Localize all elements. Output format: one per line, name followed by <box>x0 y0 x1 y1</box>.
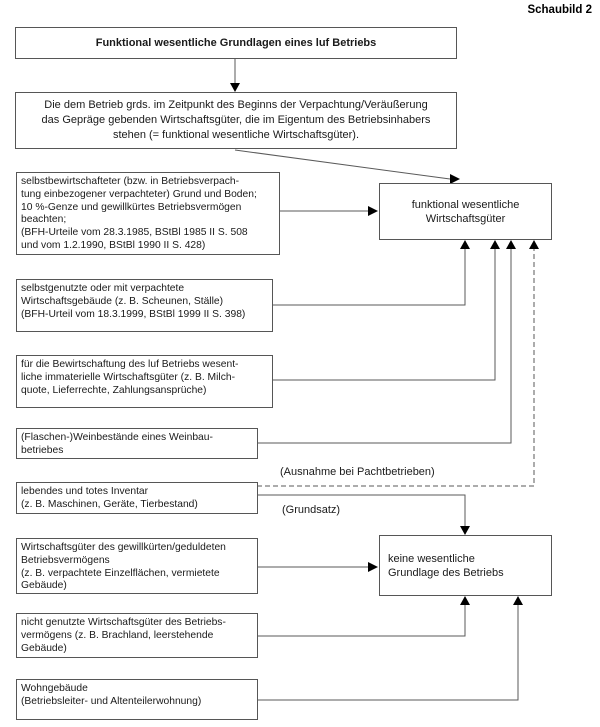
box-inventar: lebendes und totes Inventar (z. B. Masch… <box>16 482 258 514</box>
box-grund-und-boden-text: selbstbewirtschafteter (bzw. in Betriebs… <box>21 176 257 251</box>
title-box: Funktional wesentliche Grundlagen eines … <box>15 27 457 59</box>
box-nicht-genutzte-wirtschaftsgueter-text: nicht genutzte Wirtschaftsgüter des Betr… <box>21 617 226 654</box>
arrow-wein-to-essential <box>257 240 516 444</box>
arrow-grund-to-essential <box>279 206 378 216</box>
box-wohngebaeude-text: Wohngebäude (Betriebsleiter- und Altente… <box>21 683 202 707</box>
arrow-inventar-to-essential-dashed <box>257 240 539 487</box>
box-wirtschaftsgebaeude-text: selbstgenutzte oder mit verpachtete Wirt… <box>21 283 246 320</box>
box-weinbestaende-text: (Flaschen-)Weinbestände eines Weinbau- b… <box>21 432 213 456</box>
box-nicht-genutzte-wirtschaftsgueter: nicht genutzte Wirtschaftsgüter des Betr… <box>16 613 258 658</box>
page-title: Schaubild 2 <box>527 4 592 16</box>
edge-label-exception: (Ausnahme bei Pachtbetrieben) <box>280 466 435 478</box>
box-wohngebaeude: Wohngebäude (Betriebsleiter- und Altente… <box>16 679 258 720</box>
intro-box: Die dem Betrieb grds. im Zeitpunkt des B… <box>15 92 457 149</box>
non-essential-box-text: keine wesentliche Grundlage des Betriebs <box>388 552 504 579</box>
non-essential-box: keine wesentliche Grundlage des Betriebs <box>379 535 552 596</box>
box-wirtschaftsgebaeude: selbstgenutzte oder mit verpachtete Wirt… <box>16 279 273 332</box>
arrow-gebaeude-to-essential <box>272 240 470 306</box>
box-weinbestaende: (Flaschen-)Weinbestände eines Weinbau- b… <box>16 428 258 459</box>
box-immaterielle-wirtschaftsgueter: für die Bewirtschaftung des luf Betriebs… <box>16 355 273 408</box>
intro-box-text: Die dem Betrieb grds. im Zeitpunkt des B… <box>41 99 431 141</box>
essential-box: funktional wesentliche Wirtschaftsgüter <box>379 183 552 240</box>
box-gewillkuertes-betriebsvermoegen-text: Wirtschaftsgüter des gewillkürten/geduld… <box>21 542 226 592</box>
arrow-title-to-intro <box>230 58 240 92</box>
arrow-gewillkuert-to-nonessential <box>257 562 378 572</box>
title-box-text: Funktional wesentliche Grundlagen eines … <box>95 37 377 49</box>
edge-label-rule: (Grundsatz) <box>282 504 341 516</box>
arrow-nichtgenutzt-to-nonessential <box>257 596 470 637</box>
arrow-wohn-to-nonessential <box>257 596 523 701</box>
box-immaterielle-wirtschaftsgueter-text: für die Bewirtschaftung des luf Betriebs… <box>21 359 239 396</box>
essential-box-text: funktional wesentliche Wirtschaftsgüter <box>411 198 520 225</box>
arrow-immaterielle-to-essential <box>272 240 500 381</box>
box-inventar-text: lebendes und totes Inventar (z. B. Masch… <box>21 486 198 510</box>
box-gewillkuertes-betriebsvermoegen: Wirtschaftsgüter des gewillkürten/geduld… <box>16 538 258 594</box>
box-grund-und-boden: selbstbewirtschafteter (bzw. in Betriebs… <box>16 172 280 255</box>
